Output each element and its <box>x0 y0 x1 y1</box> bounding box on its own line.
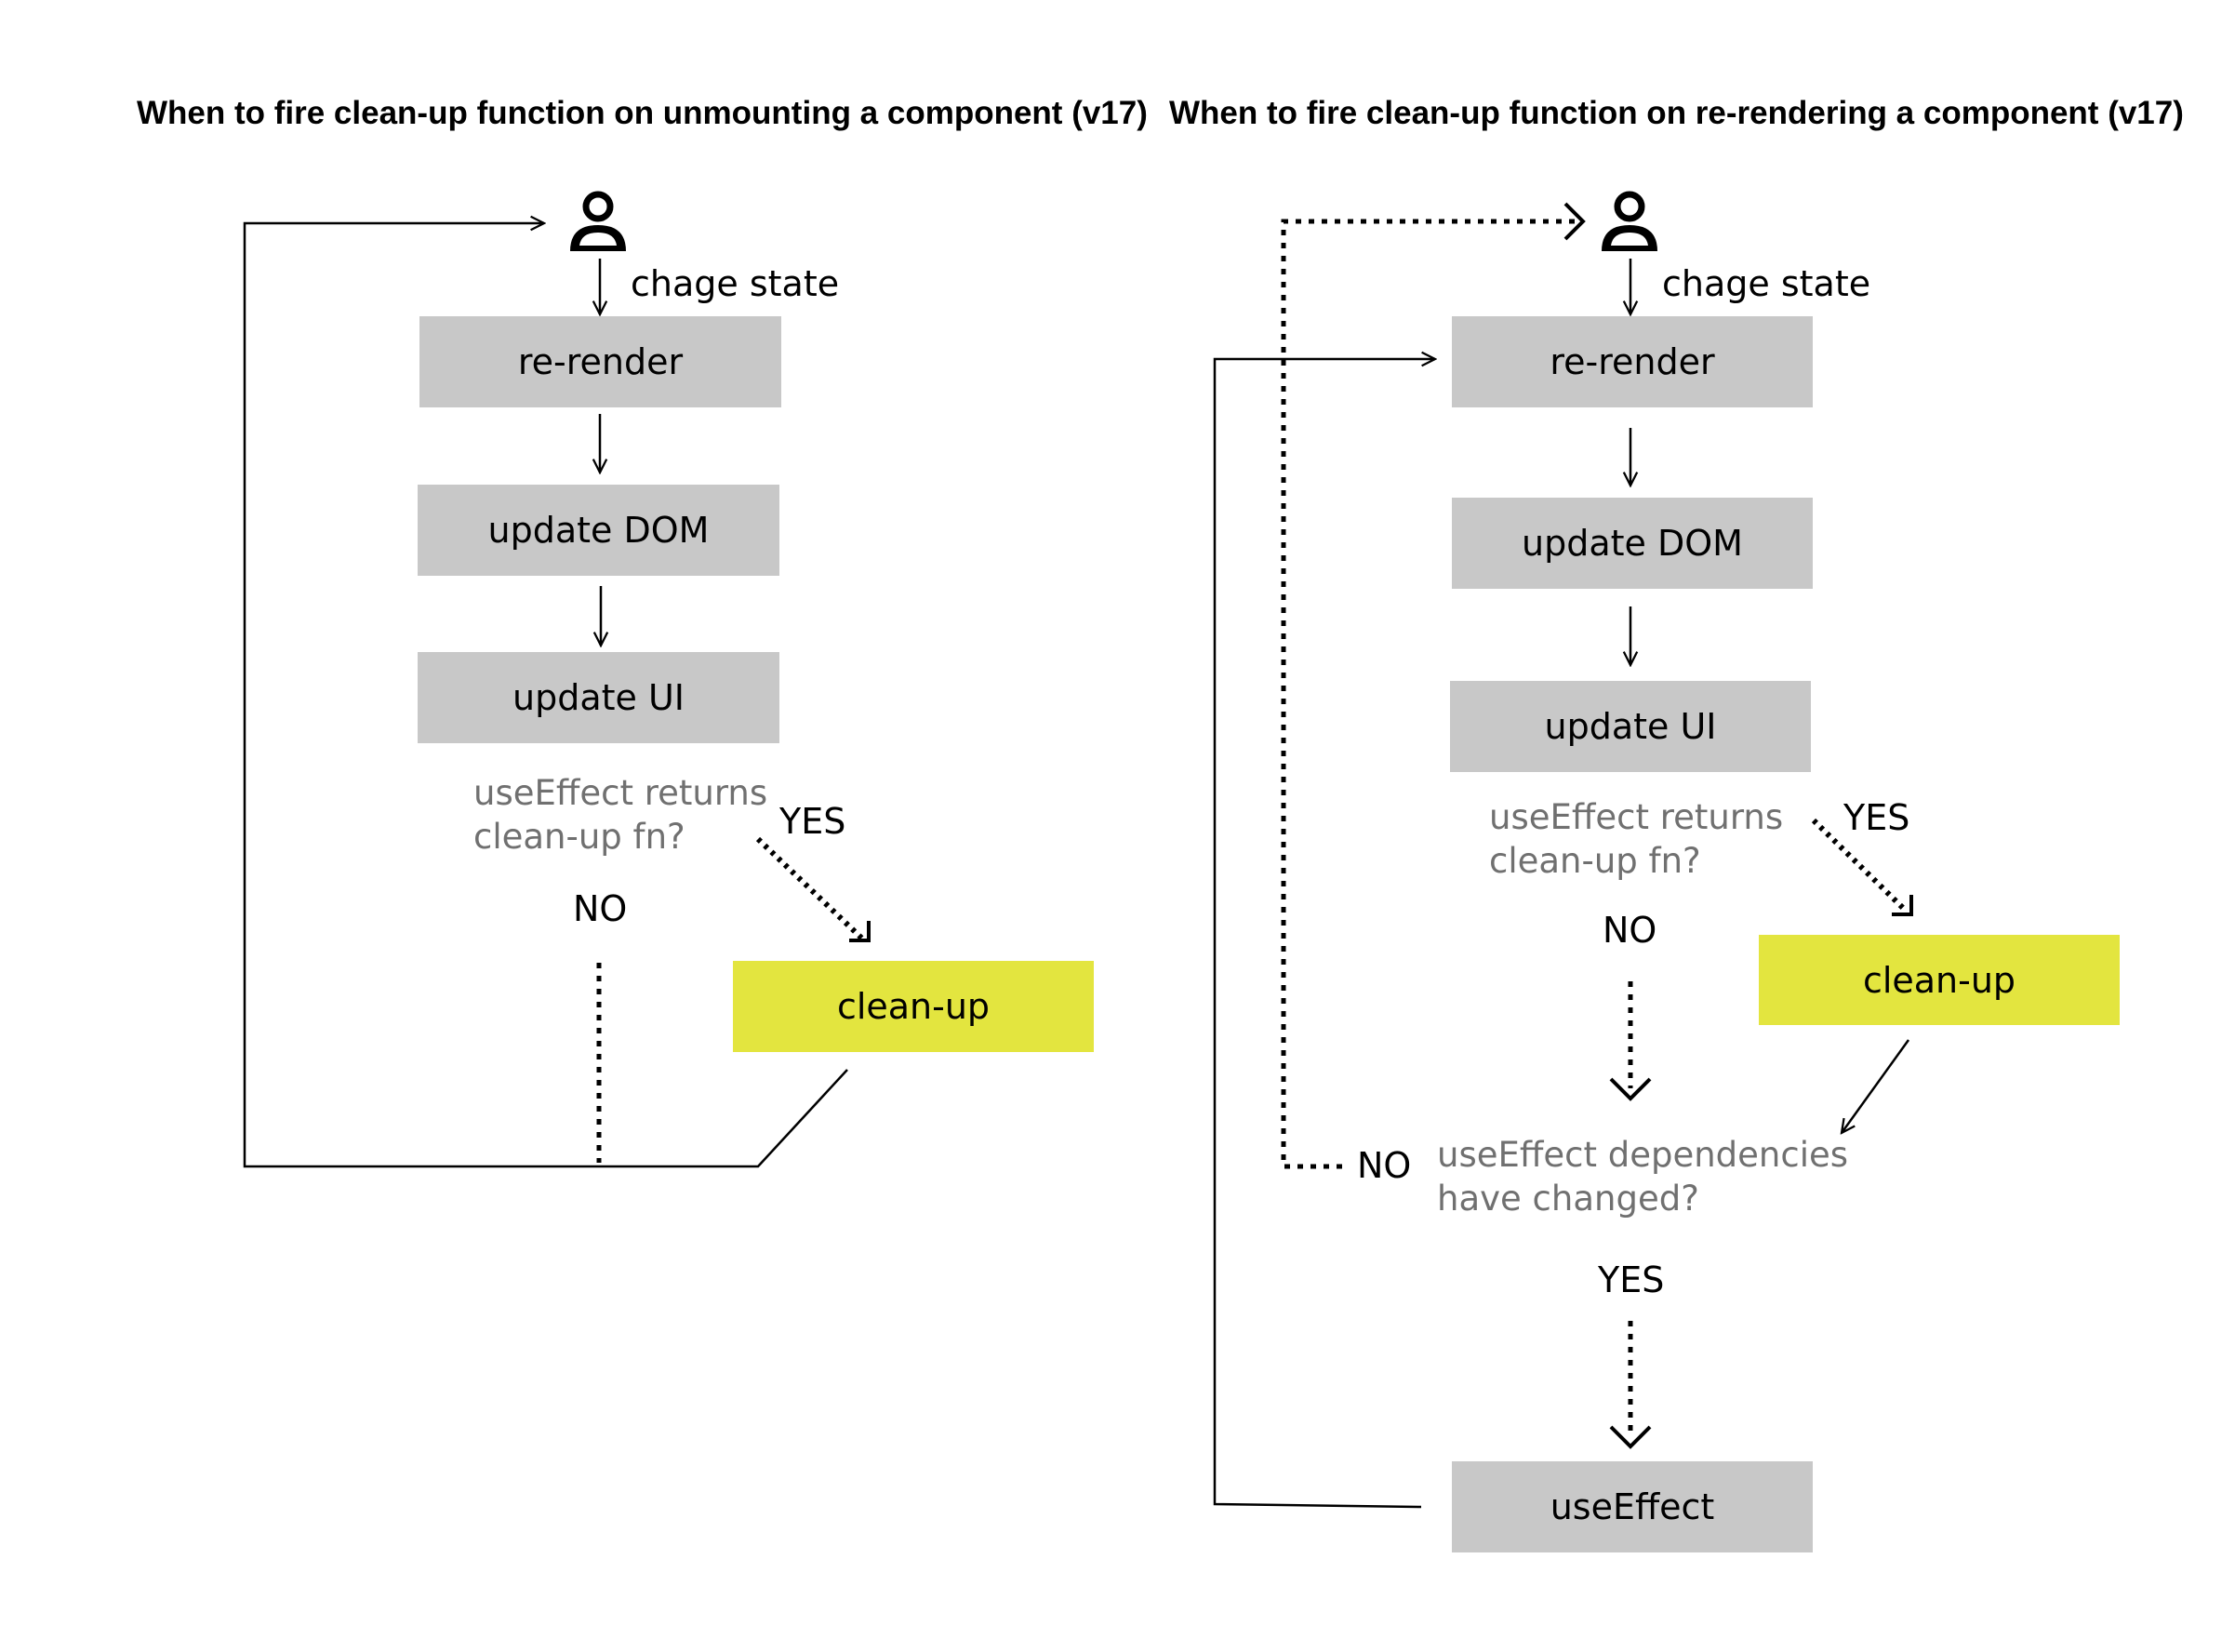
left-diagram-title: When to fire clean-up function on unmoun… <box>137 95 1148 131</box>
right-deps-question-line1: useEffect dependencies <box>1437 1135 1849 1175</box>
right-re-render-box: re-render <box>1452 316 1813 407</box>
right-arrow-yes-head <box>1892 895 1913 916</box>
right-arrow-deps-yes-head <box>1609 1425 1652 1449</box>
left-update-dom-box: update DOM <box>418 485 779 576</box>
left-arrow-yes-head <box>849 921 871 942</box>
right-cleanup-question-line2: clean-up fn? <box>1489 841 1701 881</box>
right-cleanup-box: clean-up <box>1759 935 2120 1025</box>
left-yes-label: YES <box>779 801 846 842</box>
left-update-dom-text: update DOM <box>487 510 710 551</box>
right-update-dom-box: update DOM <box>1452 498 1813 589</box>
right-cleanup-text: clean-up <box>1862 959 2016 1001</box>
left-change-state-label: chage state <box>631 263 840 304</box>
left-cleanup-text: clean-up <box>836 986 991 1027</box>
right-update-ui-text: update UI <box>1544 706 1717 747</box>
left-cleanup-question-line1: useEffect returns <box>473 773 768 813</box>
right-diagram-title: When to fire clean-up function on re-ren… <box>1169 95 2184 131</box>
right-change-state-label: chage state <box>1662 263 1871 304</box>
right-deps-question: useEffect dependencies have changed? <box>1437 1133 1848 1220</box>
right-cleanup-question: useEffect returns clean-up fn? <box>1489 795 1783 883</box>
right-deps-question-line2: have changed? <box>1437 1179 1699 1219</box>
right-deps-no-label: NO <box>1357 1145 1412 1186</box>
right-no-label: NO <box>1603 910 1657 951</box>
right-update-dom-text: update DOM <box>1522 523 1743 564</box>
right-arrow-no-head <box>1609 1077 1652 1101</box>
right-update-ui-box: update UI <box>1450 681 1811 772</box>
right-yes-label: YES <box>1843 797 1910 838</box>
right-re-render-text: re-render <box>1550 341 1715 382</box>
right-loop-no-head <box>1563 202 1586 241</box>
right-deps-yes-label: YES <box>1598 1259 1665 1300</box>
right-user-icon <box>1602 191 1657 251</box>
left-user-icon <box>570 191 626 251</box>
left-re-render-text: re-render <box>517 341 684 382</box>
right-arrow-cleanup-to-deps <box>1842 1039 1910 1133</box>
left-update-ui-text: update UI <box>512 677 685 718</box>
right-loop-useeffect <box>1213 359 1435 1509</box>
left-update-ui-box: update UI <box>418 652 779 743</box>
left-cleanup-question-line2: clean-up fn? <box>473 817 685 857</box>
right-cleanup-question-line1: useEffect returns <box>1489 797 1784 837</box>
right-use-effect-text: useEffect <box>1550 1486 1715 1527</box>
left-cleanup-question: useEffect returns clean-up fn? <box>473 771 767 859</box>
left-no-label: NO <box>573 888 628 929</box>
right-use-effect-box: useEffect <box>1452 1461 1813 1552</box>
left-arrow-yes-to-cleanup <box>755 836 866 942</box>
left-cleanup-box: clean-up <box>733 961 1094 1052</box>
left-re-render-box: re-render <box>419 316 781 407</box>
